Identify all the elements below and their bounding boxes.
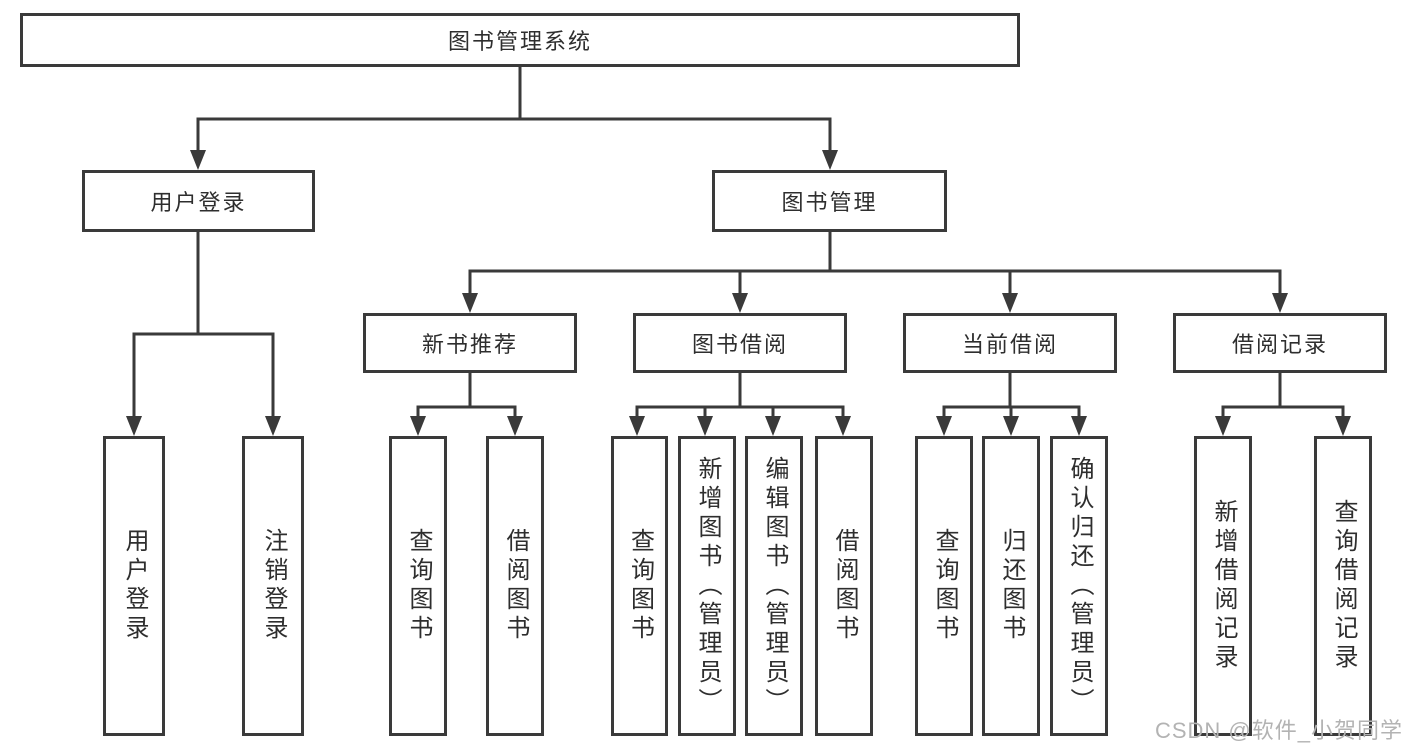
node-book-management: 图书管理: [712, 170, 947, 232]
node-root-system: 图书管理系统: [20, 13, 1020, 67]
node-label: 查询图书: [405, 528, 432, 644]
node-label: 确认归还（管理员）: [1066, 455, 1093, 717]
leaf-confirm-return-admin: 确认归还（管理员）: [1050, 436, 1108, 736]
leaf-add-books-admin: 新增图书（管理员）: [678, 436, 736, 736]
node-label: 新增借阅记录: [1210, 499, 1237, 673]
node-label: 新增图书（管理员）: [694, 455, 721, 717]
node-label: 图书管理: [781, 190, 878, 215]
leaf-logout: 注销登录: [242, 436, 304, 736]
node-borrowing-records: 借阅记录: [1173, 313, 1387, 373]
leaf-borrow-books-2: 借阅图书: [815, 436, 873, 736]
node-label: 当前借阅: [961, 332, 1058, 357]
node-label: 借阅图书: [502, 528, 529, 644]
node-current-borrowing: 当前借阅: [903, 313, 1117, 373]
node-label: 归还图书: [998, 528, 1025, 644]
leaf-borrow-books-1: 借阅图书: [486, 436, 544, 736]
leaf-edit-books-admin: 编辑图书（管理员）: [745, 436, 803, 736]
node-label: 图书借阅: [691, 332, 788, 357]
node-label: 借阅图书: [831, 528, 858, 644]
csdn-watermark: CSDN @软件_小贺同学: [1154, 718, 1403, 743]
node-label: 查询图书: [931, 528, 958, 644]
node-label: 查询借阅记录: [1330, 499, 1357, 673]
node-label: 查询图书: [626, 528, 654, 644]
node-label: 新书推荐: [421, 332, 518, 357]
leaf-return-books: 归还图书: [982, 436, 1040, 736]
leaf-add-borrow-record: 新增借阅记录: [1194, 436, 1252, 736]
node-user-login: 用户登录: [82, 170, 315, 232]
node-label: 借阅记录: [1231, 332, 1328, 357]
leaf-query-books-1: 查询图书: [389, 436, 447, 736]
leaf-query-borrow-record: 查询借阅记录: [1314, 436, 1372, 736]
node-label: 注销登录: [260, 528, 287, 644]
leaf-user-login: 用户登录: [103, 436, 165, 736]
node-label: 图书管理系统: [447, 29, 592, 54]
node-label: 用户登录: [150, 190, 247, 215]
node-new-book-recommend: 新书推荐: [363, 313, 577, 373]
node-label: 编辑图书（管理员）: [761, 455, 788, 717]
node-book-borrowing: 图书借阅: [633, 313, 847, 373]
node-label: 用户登录: [121, 528, 148, 644]
leaf-query-books-3: 查询图书: [915, 436, 973, 736]
leaf-query-books-2: 查询图书: [611, 436, 668, 736]
